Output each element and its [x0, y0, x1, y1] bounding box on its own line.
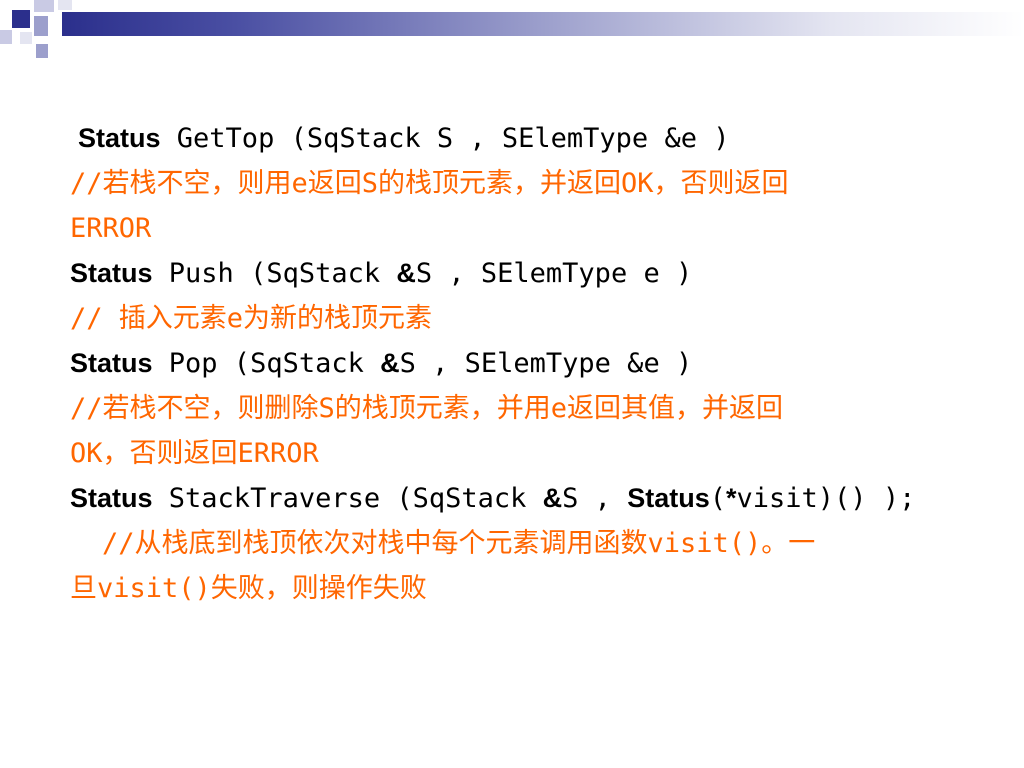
- comment-line: //若栈不空，则删除S的栈顶元素，并用e返回其值，并返回: [70, 393, 784, 424]
- keyword-status: Status: [627, 483, 710, 513]
- keyword-status: Status: [70, 483, 153, 513]
- code-text: Push (SqStack: [152, 258, 397, 289]
- comment-line: //从栈底到栈顶依次对栈中每个元素调用函数visit()。一: [102, 528, 816, 559]
- slide-header-decoration: [0, 0, 1024, 70]
- code-text: S ,: [562, 483, 628, 514]
- comment-line: OK，否则返回ERROR: [70, 438, 319, 469]
- ampersand: &: [380, 348, 400, 378]
- code-line-pop: Status Pop (SqStack &S , SElemType &e ): [70, 341, 1000, 386]
- slide-body: Status GetTop (SqStack S , SElemType &e …: [70, 116, 1000, 611]
- decor-square: [34, 0, 54, 12]
- decor-square: [12, 10, 30, 28]
- code-text: Pop (SqStack: [152, 348, 381, 379]
- code-line-stacktraverse: Status StackTraverse (SqStack &S , Statu…: [70, 476, 1000, 521]
- comment-line: ERROR: [70, 213, 152, 244]
- keyword-status: Status: [78, 123, 161, 153]
- comment-line: 旦visit()失败，则操作失败: [70, 573, 427, 604]
- code-text: visit)() );: [736, 483, 916, 514]
- ampersand: &: [542, 483, 563, 513]
- comment-line: //若栈不空，则用e返回S的栈顶元素，并返回OK，否则返回: [70, 168, 789, 199]
- code-text: GetTop (SqStack S , SElemType &e ): [160, 123, 730, 154]
- decor-square: [34, 16, 48, 36]
- code-line-push: Status Push (SqStack &S , SElemType e ): [70, 251, 1000, 296]
- decor-square: [20, 32, 32, 44]
- decor-square: [58, 0, 72, 10]
- code-text: StackTraverse (SqStack: [152, 483, 543, 514]
- header-gradient-band: [62, 12, 1024, 36]
- ampersand: &: [396, 258, 416, 288]
- code-text: S , SElemType e ): [415, 258, 693, 289]
- code-line-gettop: Status GetTop (SqStack S , SElemType &e …: [70, 116, 1000, 161]
- code-text: S , SElemType &e ): [399, 348, 693, 379]
- comment-line: // 插入元素e为新的栈顶元素: [70, 303, 433, 334]
- asterisk: *: [726, 483, 737, 513]
- decor-square: [36, 44, 48, 58]
- code-text: (: [709, 483, 726, 514]
- decor-square: [0, 30, 12, 44]
- keyword-status: Status: [70, 348, 153, 378]
- keyword-status: Status: [70, 258, 153, 288]
